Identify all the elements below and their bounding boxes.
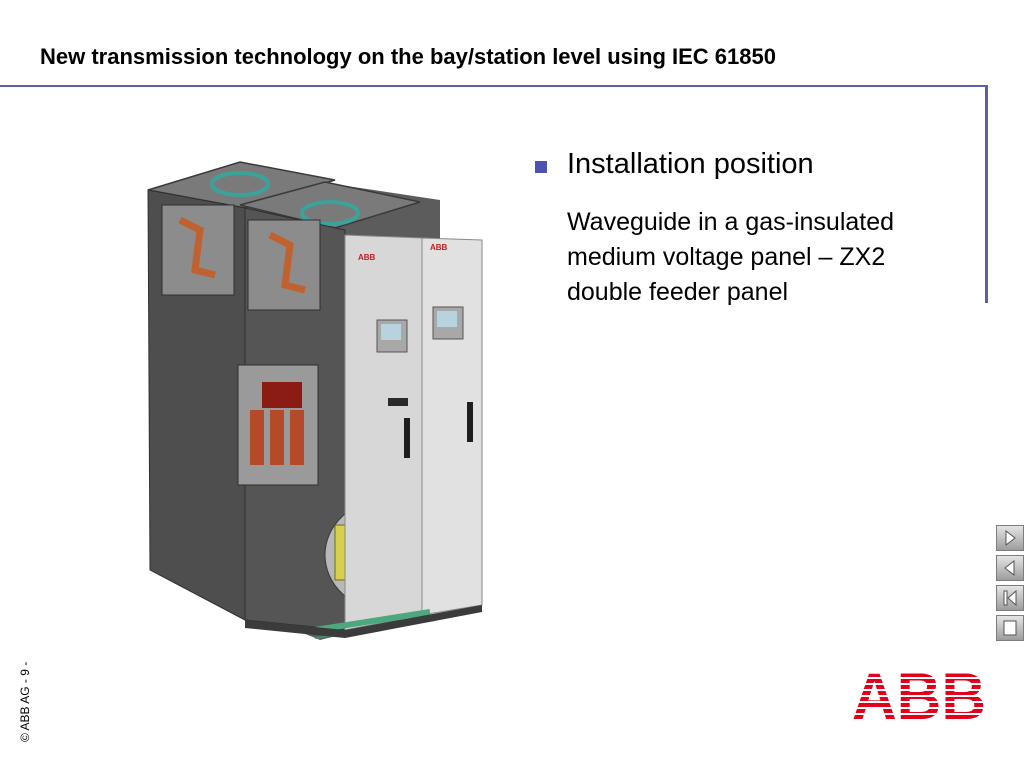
first-slide-icon <box>1003 589 1017 607</box>
abb-logo: ABB <box>852 667 986 723</box>
abb-logo-text: ABB <box>852 667 986 723</box>
footer-copyright: © ABB AG - 9 - <box>18 661 32 742</box>
previous-icon <box>1004 559 1015 577</box>
panel-right-abb-label: ABB <box>430 243 448 252</box>
content-frame-right-line <box>985 85 988 303</box>
bullet-heading: Installation position <box>567 148 814 180</box>
bullet-body: Waveguide in a gas-insulated medium volt… <box>567 205 967 310</box>
body-line: double feeder panel <box>567 278 789 306</box>
title-divider-line <box>0 85 988 87</box>
end-show-icon <box>1003 620 1017 636</box>
switchgear-panel-illustration: ABB ABB <box>147 161 483 640</box>
panel-left-abb-label: ABB <box>358 253 376 262</box>
next-icon <box>1005 529 1016 547</box>
end-show-button[interactable] <box>996 615 1024 641</box>
previous-slide-button[interactable] <box>996 555 1024 581</box>
slide-navigation <box>996 525 1024 645</box>
slide-title: New transmission technology on the bay/s… <box>40 44 776 69</box>
body-line: Waveguide in a gas-insulated <box>567 208 895 236</box>
body-line: medium voltage panel – ZX2 <box>567 243 886 271</box>
bullet-square-icon <box>535 161 547 173</box>
first-slide-button[interactable] <box>996 585 1024 611</box>
next-slide-button[interactable] <box>996 525 1024 551</box>
